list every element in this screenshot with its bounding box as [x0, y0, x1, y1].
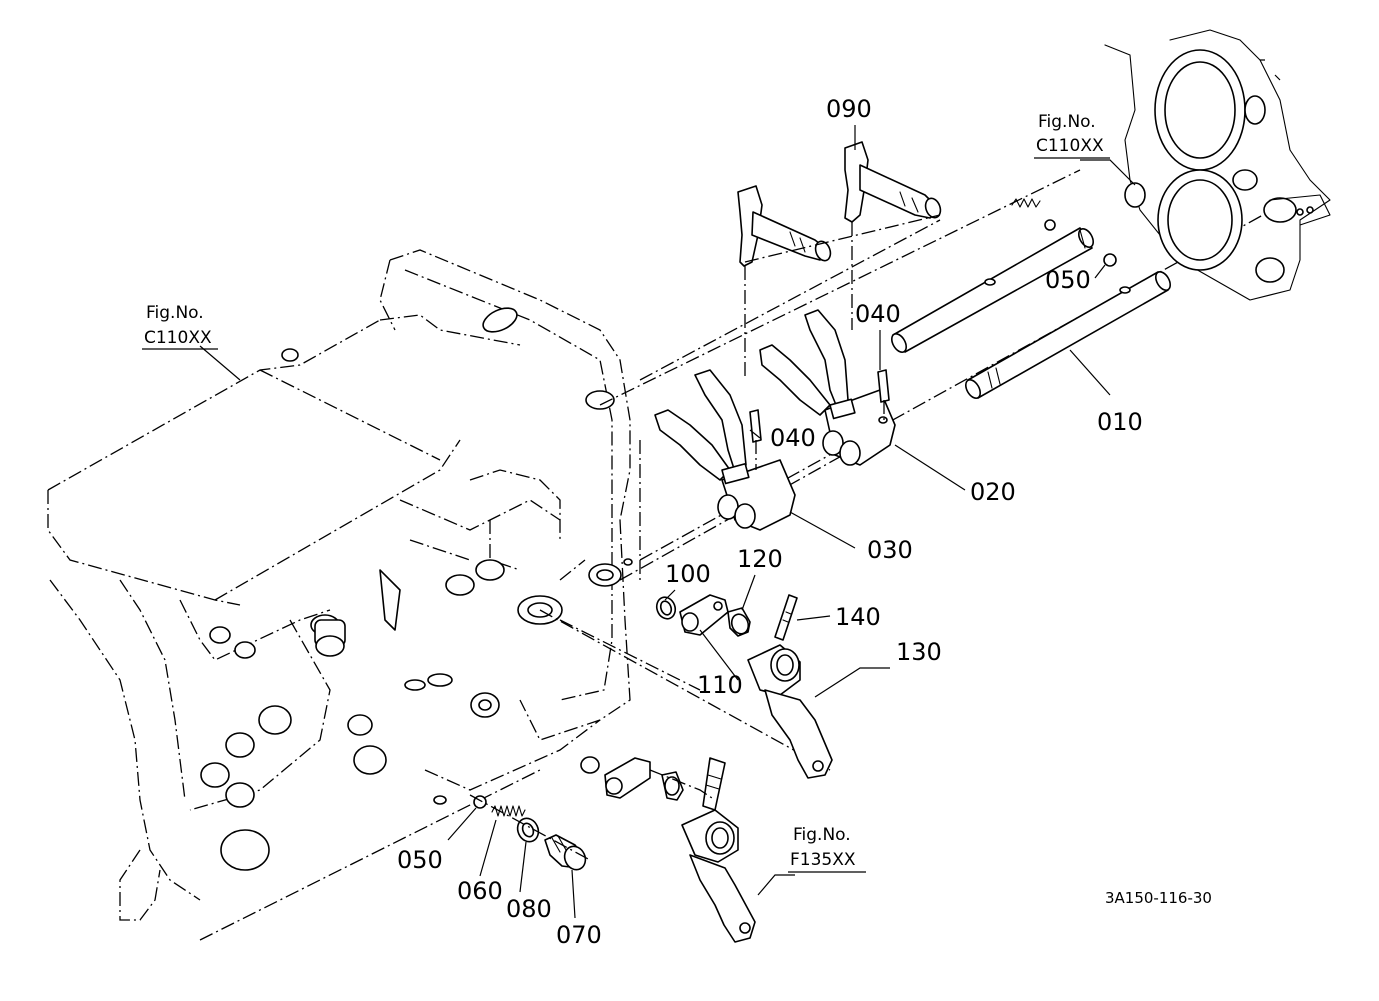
- part-060-spring: [491, 805, 526, 817]
- part-090-shift-lever: [844, 141, 942, 330]
- part-110-plate: [679, 594, 729, 636]
- part-070-plug: [544, 834, 587, 871]
- label-010: 010: [1097, 408, 1143, 436]
- label-130: 130: [896, 638, 942, 666]
- part-140-spring-pin: [774, 594, 798, 641]
- part-080-washer: [516, 817, 540, 843]
- ref-left-line2: C110XX: [144, 328, 212, 348]
- label-120: 120: [737, 545, 783, 573]
- label-060: 060: [457, 877, 503, 905]
- part-020-shift-fork: [759, 309, 896, 466]
- lower-shift-assembly: [580, 756, 756, 943]
- front-case-cover: [1104, 29, 1331, 301]
- figure-reference-bottom[interactable]: Fig.No. F135XX: [788, 825, 866, 873]
- label-020: 020: [970, 478, 1016, 506]
- label-030: 030: [867, 536, 913, 564]
- label-090: 090: [826, 95, 872, 123]
- label-140: 140: [835, 603, 881, 631]
- figure-code: 3A150-116-30: [1105, 889, 1212, 907]
- figure-reference-left[interactable]: Fig.No. C110XX: [142, 303, 218, 350]
- ref-bottom-line2: F135XX: [790, 850, 856, 870]
- figure-reference-top-right[interactable]: Fig.No. C110XX: [1034, 112, 1110, 159]
- label-040-lower: 040: [770, 424, 816, 452]
- label-050-upper: 050: [1045, 266, 1091, 294]
- label-050-lower: 050: [397, 846, 443, 874]
- part-120-bolt: [727, 607, 751, 637]
- part-040-pin-upper: [877, 369, 890, 420]
- upper-fork-shaft: [890, 227, 1095, 353]
- ref-left-line1: Fig.No.: [146, 303, 204, 323]
- ref-bottom-line1: Fig.No.: [793, 825, 851, 845]
- part-040-pin-lower: [749, 409, 762, 470]
- shift-lever-lower: [737, 185, 941, 380]
- label-070: 070: [556, 921, 602, 949]
- leader-lines: [199, 125, 1136, 919]
- label-110: 110: [697, 671, 743, 699]
- part-labels: 090 050 040 010 040 020 030 100 120 140 …: [397, 95, 1143, 949]
- label-080: 080: [506, 895, 552, 923]
- label-040-upper: 040: [855, 300, 901, 328]
- detent-spring-top: [1011, 198, 1117, 267]
- part-030-shift-fork: [654, 369, 796, 531]
- ref-top-right-line2: C110XX: [1036, 136, 1104, 156]
- label-100: 100: [665, 560, 711, 588]
- part-010-shaft: [964, 271, 1172, 399]
- ref-top-right-line1: Fig.No.: [1038, 112, 1096, 132]
- part-130-shift-arm: [747, 644, 833, 779]
- part-100-o-ring: [655, 596, 677, 620]
